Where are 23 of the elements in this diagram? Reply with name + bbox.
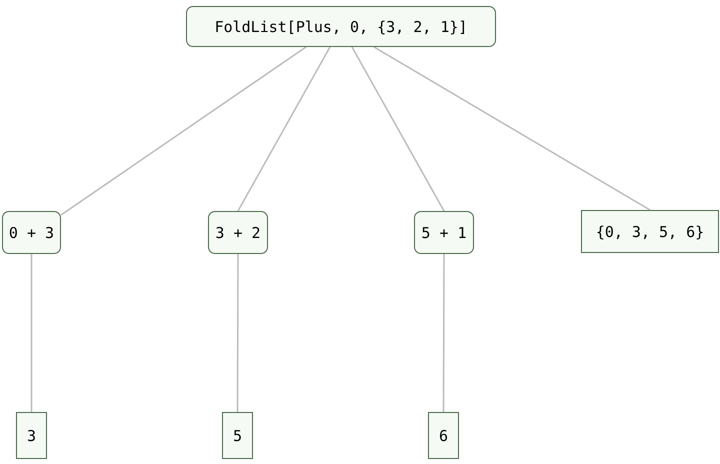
node-label: 3 bbox=[26, 426, 36, 444]
expression-node bbox=[186, 6, 496, 47]
result-node bbox=[16, 412, 47, 459]
connector-line bbox=[442, 254, 445, 412]
connector-line bbox=[351, 46, 445, 212]
node-label: 6 bbox=[438, 426, 448, 444]
node-label: FoldList[Plus, 0, {3, 2, 1}] bbox=[214, 18, 468, 36]
result-node bbox=[222, 412, 253, 459]
result-node bbox=[428, 412, 459, 459]
connector-line bbox=[236, 254, 239, 412]
node-label: 5 bbox=[232, 426, 242, 444]
node-label: 5 + 1 bbox=[421, 224, 467, 242]
node-label: 3 + 2 bbox=[215, 224, 261, 242]
expression-node bbox=[208, 211, 268, 254]
connector-line bbox=[60, 46, 306, 216]
connector-line bbox=[30, 254, 32, 412]
expression-node bbox=[414, 211, 474, 254]
expression-node bbox=[2, 211, 61, 254]
node-label: {0, 3, 5, 6} bbox=[596, 222, 704, 240]
result-node bbox=[581, 210, 719, 253]
connector-line bbox=[374, 46, 650, 211]
node-label: 0 + 3 bbox=[8, 224, 54, 242]
connector-line bbox=[237, 46, 331, 212]
